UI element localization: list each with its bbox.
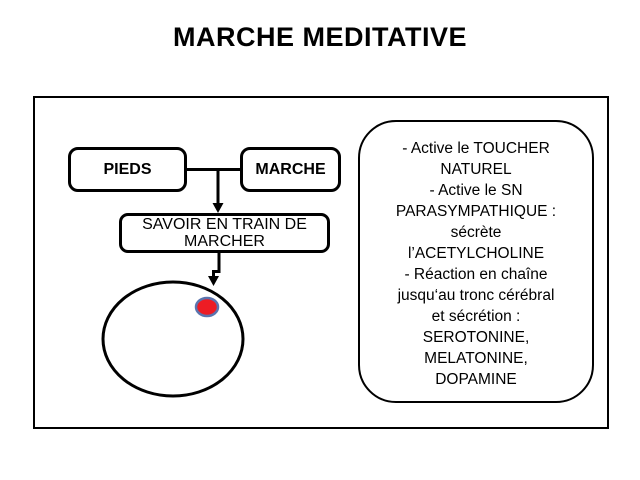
panel-line: - Active le TOUCHER [402, 140, 550, 157]
node-pieds-label: PIEDS [103, 160, 152, 178]
node-savoir-label: SAVOIR EN TRAIN DE MARCHER [142, 216, 307, 250]
panel-line: - Active le SN [429, 182, 523, 199]
panel-line: SEROTONINE, [422, 329, 530, 346]
panel-line: et sécrétion : [431, 308, 521, 325]
panel-line: DOPAMINE [435, 371, 517, 388]
node-marche: MARCHE [240, 147, 341, 192]
panel-line: jusqu‘au tronc cérébral [397, 287, 555, 304]
panel-line: sécrète [450, 224, 502, 241]
panel-line: MELATONINE, [424, 350, 528, 367]
panel-line: l’ACETYLCHOLINE [407, 245, 545, 262]
page-title: MARCHE MEDITATIVE [173, 22, 467, 52]
info-panel: - Active le TOUCHER NATUREL - Active le … [358, 120, 594, 403]
panel-line: PARASYMPATHIQUE : [395, 203, 557, 220]
node-savoir: SAVOIR EN TRAIN DE MARCHER [119, 213, 330, 253]
node-pieds: PIEDS [68, 147, 187, 192]
panel-line: - Réaction en chaîne [404, 266, 548, 283]
panel-line: NATUREL [440, 161, 512, 178]
node-marche-label: MARCHE [255, 160, 326, 178]
diagram-frame [33, 96, 609, 429]
